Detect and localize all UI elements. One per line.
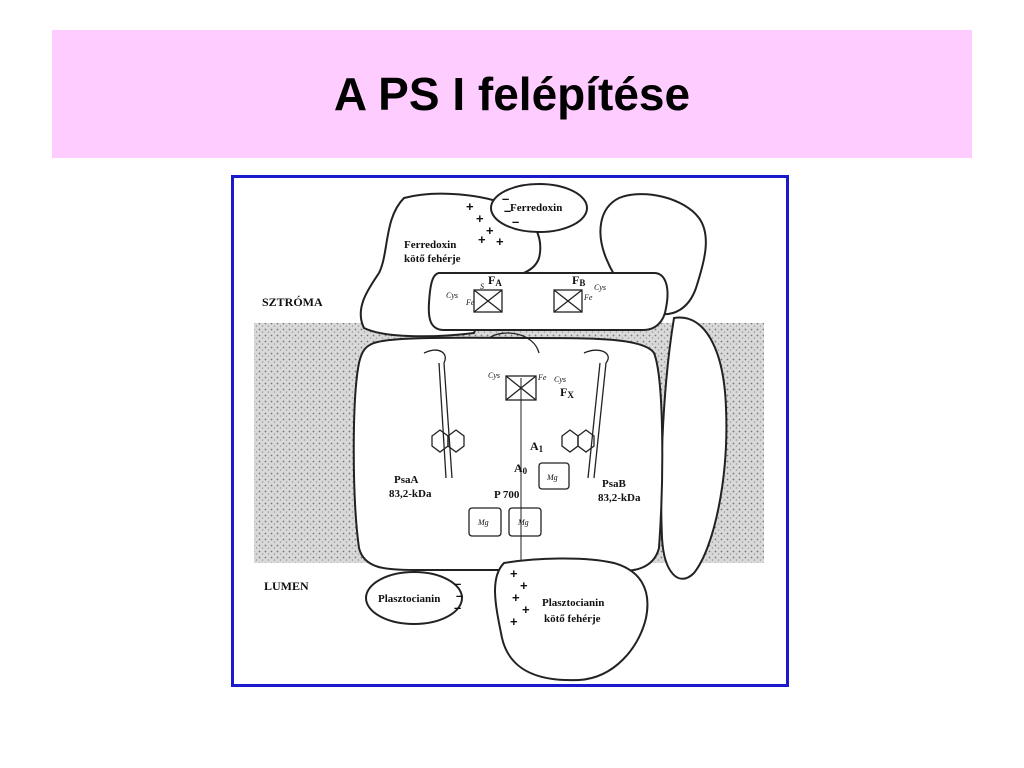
psaB-label-2: 83,2-kDa: [598, 492, 641, 504]
chlorophyll-p700-left: [468, 507, 502, 537]
stroma-label: SZTRÓMA: [262, 295, 323, 309]
title-banner: A PS I felépítése: [52, 30, 972, 158]
positive-charges-bottom: + + + + +: [510, 566, 530, 629]
fe-s-cluster-fb: [553, 289, 583, 313]
svg-text:+: +: [476, 211, 484, 226]
fd-binding-label-1: Ferredoxin: [404, 239, 456, 251]
svg-text:+: +: [466, 199, 474, 214]
plastocyanin: [365, 571, 463, 625]
phylloquinone-right: [561, 429, 595, 453]
cys-label: Cys: [446, 291, 458, 300]
psaB-helix-stem: [587, 362, 601, 479]
svg-text:–: –: [454, 576, 461, 591]
fa-label: FA: [488, 273, 502, 288]
psaA-psaB-core: [352, 336, 664, 572]
mg-label-a0: Mg: [546, 473, 558, 482]
negative-charges-ferredoxin: – – –: [502, 191, 519, 229]
slide-title: A PS I felépítése: [333, 68, 691, 120]
psaB-label-1: PsaB: [602, 478, 627, 490]
fe-s-cluster-fa: [473, 289, 503, 313]
fe-s-cluster-fx: [505, 375, 537, 401]
svg-text:–: –: [502, 191, 509, 206]
plastocyanin-label: Plasztocianin: [378, 593, 440, 605]
phylloquinone-left: [431, 429, 465, 453]
svg-text:+: +: [520, 578, 528, 593]
svg-text:–: –: [454, 600, 461, 615]
lumen-label: LUMEN: [264, 579, 309, 593]
svg-text:–: –: [504, 203, 511, 218]
svg-text:+: +: [510, 566, 518, 581]
fe-label: Fe: [465, 298, 475, 307]
svg-text:+: +: [496, 234, 504, 249]
svg-text:+: +: [510, 614, 518, 629]
svg-text:–: –: [456, 588, 463, 603]
ferredoxin-label: Ferredoxin: [510, 202, 562, 214]
cys-label: Cys: [488, 371, 500, 380]
pc-binding-label-2: kötő fehérje: [544, 613, 601, 625]
fe-label: Fe: [537, 373, 547, 382]
svg-text:–: –: [512, 214, 519, 229]
fx-label: FX: [560, 385, 574, 400]
ps1-diagram: Mg Mg Mg Cys Fe S Cys Fe Cys Fe Cys FA F…: [254, 183, 764, 682]
mg-label-p700-right: Mg: [517, 518, 529, 527]
svg-text:+: +: [486, 223, 494, 238]
a0-label: A0: [514, 461, 528, 476]
psaA-label-2: 83,2-kDa: [389, 488, 432, 500]
svg-text:+: +: [478, 232, 486, 247]
cys-label: Cys: [554, 375, 566, 384]
a1-label: A1: [530, 439, 544, 454]
ferredoxin: [490, 183, 588, 233]
figure-frame: Mg Mg Mg Cys Fe S Cys Fe Cys Fe Cys FA F…: [231, 175, 789, 687]
mg-label-p700-left: Mg: [477, 518, 489, 527]
chlorophyll-a0: [538, 462, 570, 490]
fa-fb-subunit: [427, 272, 669, 331]
svg-text:+: +: [512, 590, 520, 605]
svg-text:+: +: [522, 602, 530, 617]
cys-label: Cys: [594, 283, 606, 292]
psaA-helix: [423, 349, 453, 479]
chlorophyll-p700-right: [508, 507, 542, 537]
psaA-label-1: PsaA: [394, 474, 419, 486]
fe-label: Fe: [583, 293, 593, 302]
negative-charges-plastocyanin: – – –: [454, 576, 463, 615]
positive-charges-top: + + + + +: [466, 199, 504, 249]
s-label: S: [480, 282, 484, 291]
p700-label: P 700: [494, 489, 520, 501]
psaB-helix: [583, 349, 609, 479]
plastocyanin-binding-protein: [494, 557, 649, 682]
pc-binding-label-1: Plasztocianin: [542, 597, 604, 609]
psaA-helix-stem: [438, 362, 447, 479]
center-cleft: [488, 332, 540, 354]
fb-label: FB: [572, 273, 585, 288]
fd-binding-label-2: kötő fehérje: [404, 253, 461, 265]
